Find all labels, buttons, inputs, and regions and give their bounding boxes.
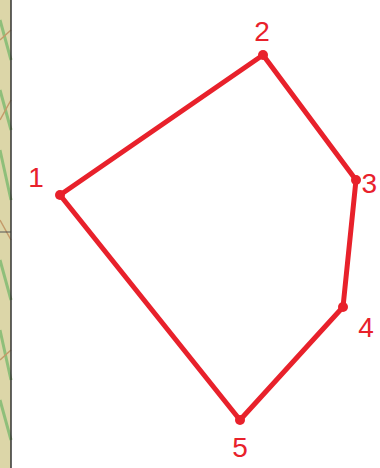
callout-number: 1 <box>28 164 44 192</box>
vertex-dot <box>338 302 348 312</box>
vertex-dot <box>351 175 361 185</box>
callout-number: 4 <box>358 314 374 342</box>
vertex-dot <box>55 190 65 200</box>
callout-number: 3 <box>361 170 377 198</box>
map-contours <box>0 20 11 440</box>
map-strip <box>0 0 11 468</box>
map-grid-line <box>0 232 11 233</box>
vertex-dot <box>235 415 245 425</box>
callout-number: 2 <box>254 18 270 46</box>
map-roads <box>0 30 11 360</box>
map-border <box>10 0 12 468</box>
boundary-polygon <box>60 55 356 420</box>
map-ground <box>0 0 11 468</box>
callout-number: 5 <box>232 434 248 462</box>
vertex-dots <box>55 50 361 425</box>
vertex-dot <box>258 50 268 60</box>
